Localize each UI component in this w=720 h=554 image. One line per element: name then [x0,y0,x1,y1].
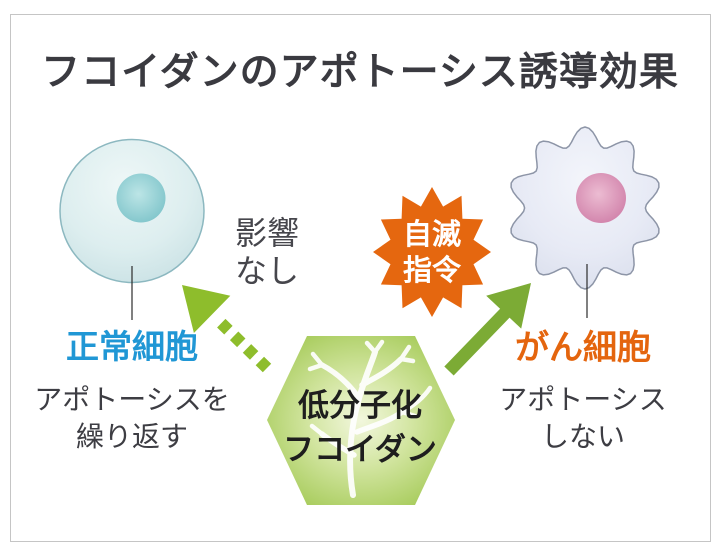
normal-cell-nucleus [116,173,166,223]
dashed-arrow-to-normal-cell [182,285,272,373]
fucoidan-hexagon-text: 低分子化 フコイダン [258,384,462,472]
seaweed-icon [307,339,433,498]
cancer-cell-label: がん細胞 [515,330,651,367]
destruct-badge-text: 自滅 指令 [374,217,490,289]
no-effect-line1: 影響 [234,215,299,251]
fucoidan-hexagon [267,336,455,505]
destruct-badge-line1: 自滅 [402,219,461,251]
normal-cell-label: 正常細胞 [66,330,198,366]
no-effect-note: 影響 なし [187,214,347,290]
destruct-badge-line2: 指令 [402,255,461,287]
normal-cell-desc-line1: アポトーシスを [34,384,230,415]
diagram-title: フコイダンのアポトーシス誘導効果 [41,51,679,94]
cancer-cell-desc-line2: しない [540,421,625,452]
no-effect-line2: なし [234,253,299,289]
diagram-border-frame [10,14,711,542]
fucoidan-line1: 低分子化 [298,388,422,423]
normal-cell-description: アポトーシスを 繰り返す [12,381,252,455]
cancer-cell-desc-line1: アポトーシス [499,384,667,415]
solid-arrow-to-cancer-cell [444,283,531,376]
destruct-starburst [373,187,491,317]
normal-cell-desc-line2: 繰り返す [75,421,188,452]
fucoidan-line2: フコイダン [283,432,437,467]
cancer-cell-nucleus [576,173,626,223]
cancer-cell-description: アポトーシス しない [463,381,703,455]
